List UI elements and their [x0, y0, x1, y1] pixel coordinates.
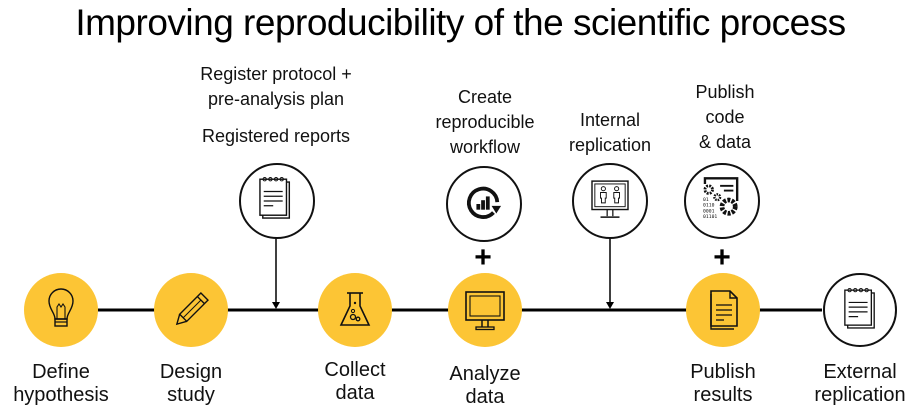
notepad-icon — [844, 287, 875, 329]
monitor-icon — [465, 291, 505, 331]
plus-sign: + — [474, 241, 492, 274]
publish-code-circle[interactable]: 01 0110 0001 01101 — [684, 163, 760, 239]
step-label: Publish results — [690, 361, 756, 406]
pencil-icon — [175, 292, 209, 326]
notepad-icon — [259, 177, 291, 219]
step-external-replication[interactable] — [823, 273, 897, 347]
workflow-cycle-icon — [466, 186, 502, 219]
register-arrow-head — [272, 302, 280, 309]
internal-replication-circle[interactable] — [572, 163, 648, 239]
step-publish-results[interactable] — [686, 273, 760, 347]
plus-sign: + — [713, 241, 731, 274]
step-label: Design study — [159, 361, 223, 406]
registered-reports-circle[interactable] — [239, 163, 315, 239]
step-label: External replication — [814, 361, 906, 406]
page-title: Improving reproducibility of the scienti… — [75, 2, 846, 43]
step-label: Collect data — [324, 359, 386, 404]
register-label: Register protocol + pre-analysis plan Re… — [200, 64, 352, 146]
internal-arrow-head — [606, 302, 614, 309]
document-icon — [710, 290, 738, 330]
svg-text:01101: 01101 — [703, 214, 717, 220]
step-analyze-data[interactable] — [448, 273, 522, 347]
workflow-label: Create reproducible workflow — [435, 87, 535, 157]
step-define-hypothesis[interactable] — [24, 273, 98, 347]
internal-replication-label: Internal replication — [568, 110, 652, 155]
code-gears-icon: 01 0110 0001 01101 — [703, 177, 739, 220]
step-label: Define hypothesis — [13, 361, 109, 406]
lightbulb-icon — [48, 288, 74, 327]
publish-code-label: Publish code & data — [695, 82, 755, 152]
svg-text:0110: 0110 — [703, 203, 715, 209]
svg-text:01: 01 — [703, 197, 709, 203]
flask-icon — [339, 292, 371, 326]
step-label: Analyze data — [449, 363, 521, 408]
svg-text:0001: 0001 — [703, 208, 715, 214]
screen-people-icon — [591, 180, 629, 218]
step-design-study[interactable] — [154, 273, 228, 347]
step-collect-data[interactable] — [318, 273, 392, 347]
workflow-circle[interactable] — [446, 166, 522, 242]
